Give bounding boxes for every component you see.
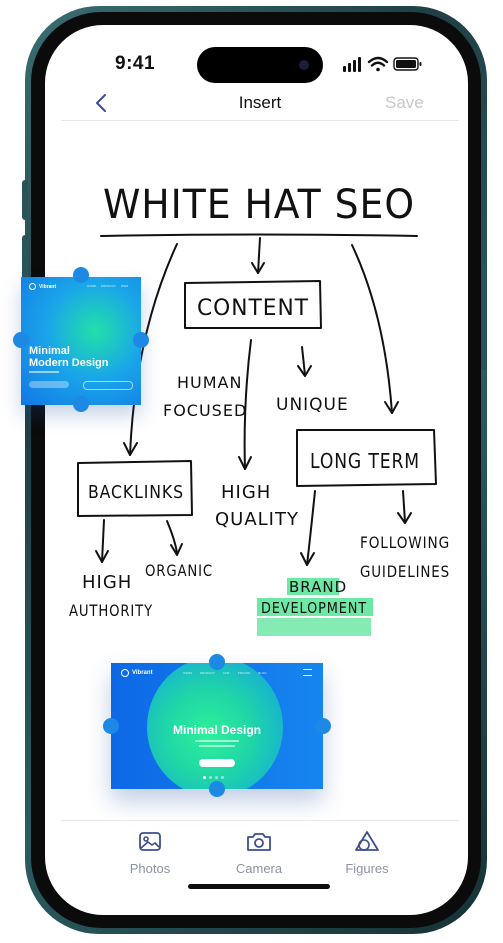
dynamic-island	[197, 47, 323, 83]
camera-icon	[247, 833, 271, 851]
card-nav-item: HOME	[87, 284, 96, 288]
resize-handle-top[interactable]	[73, 267, 89, 283]
gradient-blob	[147, 663, 283, 789]
card-nav-item: ITEM	[120, 284, 129, 288]
battery-icon	[393, 57, 422, 71]
card-subtext-bar	[29, 371, 59, 373]
sketch-focused: FOCUSED	[163, 401, 247, 420]
resize-handle-left[interactable]	[13, 332, 29, 348]
tab-figures[interactable]: Figures	[327, 830, 407, 876]
brand-logo-icon	[121, 669, 129, 677]
sketch-high: HIGH	[221, 482, 271, 503]
highlight-marks	[257, 578, 373, 636]
card-cta-button	[29, 381, 69, 388]
card-nav-item: PRICING	[237, 671, 251, 675]
brand-logo-icon	[29, 283, 36, 290]
sketch-following: FOLLOWING	[360, 533, 450, 552]
card-nav-item: PRODUCT	[101, 284, 116, 288]
figures-icon	[355, 831, 379, 851]
card-cta-button	[83, 381, 133, 390]
mute-switch	[22, 180, 28, 220]
card-headline: Minimal Design	[172, 723, 261, 737]
power-button	[481, 270, 487, 370]
card-menu-icon	[303, 669, 312, 676]
status-icons	[343, 56, 422, 72]
tab-bar-divider	[61, 820, 459, 821]
card-headline-line1: Minimal	[29, 345, 70, 357]
inserted-image-small[interactable]: Vibrant HOME PRODUCT ITEM Minimal Modern…	[21, 277, 141, 405]
card-nav-item: LINK	[223, 671, 230, 675]
status-time: 9:41	[115, 53, 156, 74]
inserted-image-large[interactable]: Vibrant ITEMS PRODUCT LINK PRICING BLOG …	[111, 663, 323, 789]
card-nav-item: BLOG	[258, 671, 267, 675]
card-subtext-bar	[195, 740, 239, 742]
resize-handle-right[interactable]	[133, 332, 149, 348]
resize-handle-bottom[interactable]	[209, 781, 225, 797]
header-divider	[61, 120, 459, 121]
resize-handle-top[interactable]	[209, 654, 225, 670]
sketch-organic: ORGANIC	[145, 561, 213, 580]
card-brand: Vibrant	[39, 283, 57, 290]
card-nav-item: PRODUCT	[200, 671, 216, 675]
tab-photos[interactable]: Photos	[110, 830, 190, 876]
sketch-canvas[interactable]: WHITE HAT SEO CONTENT HUMAN FOCUSED UNIQ…	[45, 25, 468, 915]
page-title: Insert	[238, 93, 282, 112]
signal-icon	[343, 57, 361, 72]
wifi-icon	[367, 56, 389, 72]
sketch-unique: UNIQUE	[276, 395, 349, 415]
sketch-title: WHITE HAT SEO	[103, 182, 415, 228]
sketch-authority: AUTHORITY	[69, 601, 153, 620]
photos-icon	[139, 832, 161, 851]
back-chevron-icon[interactable]	[91, 91, 113, 115]
volume-up-button	[22, 235, 28, 305]
card-nav-item: ITEMS	[183, 671, 193, 675]
sketch-content: CONTENT	[197, 296, 309, 321]
card-cta-button	[199, 759, 235, 767]
sketch-brand: BRAND	[289, 578, 347, 596]
sketch-quality: QUALITY	[215, 509, 299, 530]
screen: 9:41 Insert Save	[45, 25, 468, 915]
card-subtext-bar	[199, 745, 235, 747]
tab-label: Photos	[129, 861, 171, 876]
home-indicator[interactable]	[188, 884, 330, 889]
save-button[interactable]: Save	[385, 93, 424, 112]
resize-handle-left[interactable]	[103, 718, 119, 734]
front-camera-icon	[299, 60, 309, 70]
tab-label: Camera	[235, 861, 283, 876]
tab-label: Figures	[345, 861, 389, 876]
card-pagination	[203, 776, 224, 779]
sketch-long-term: LONG TERM	[310, 449, 420, 473]
sketch-backlinks: BACKLINKS	[88, 482, 184, 503]
sketch-human: HUMAN	[177, 373, 242, 392]
sketch-high-2: HIGH	[82, 572, 132, 593]
resize-handle-right[interactable]	[315, 718, 331, 734]
sketch-lines	[77, 233, 437, 566]
card-headline-line2: Modern Design	[29, 357, 109, 369]
sketch-guidelines: GUIDELINES	[360, 562, 450, 581]
card-brand: Vibrant	[132, 670, 153, 676]
resize-handle-bottom[interactable]	[73, 396, 89, 412]
tab-camera[interactable]: Camera	[219, 830, 299, 876]
sketch-development: DEVELOPMENT	[261, 599, 367, 617]
